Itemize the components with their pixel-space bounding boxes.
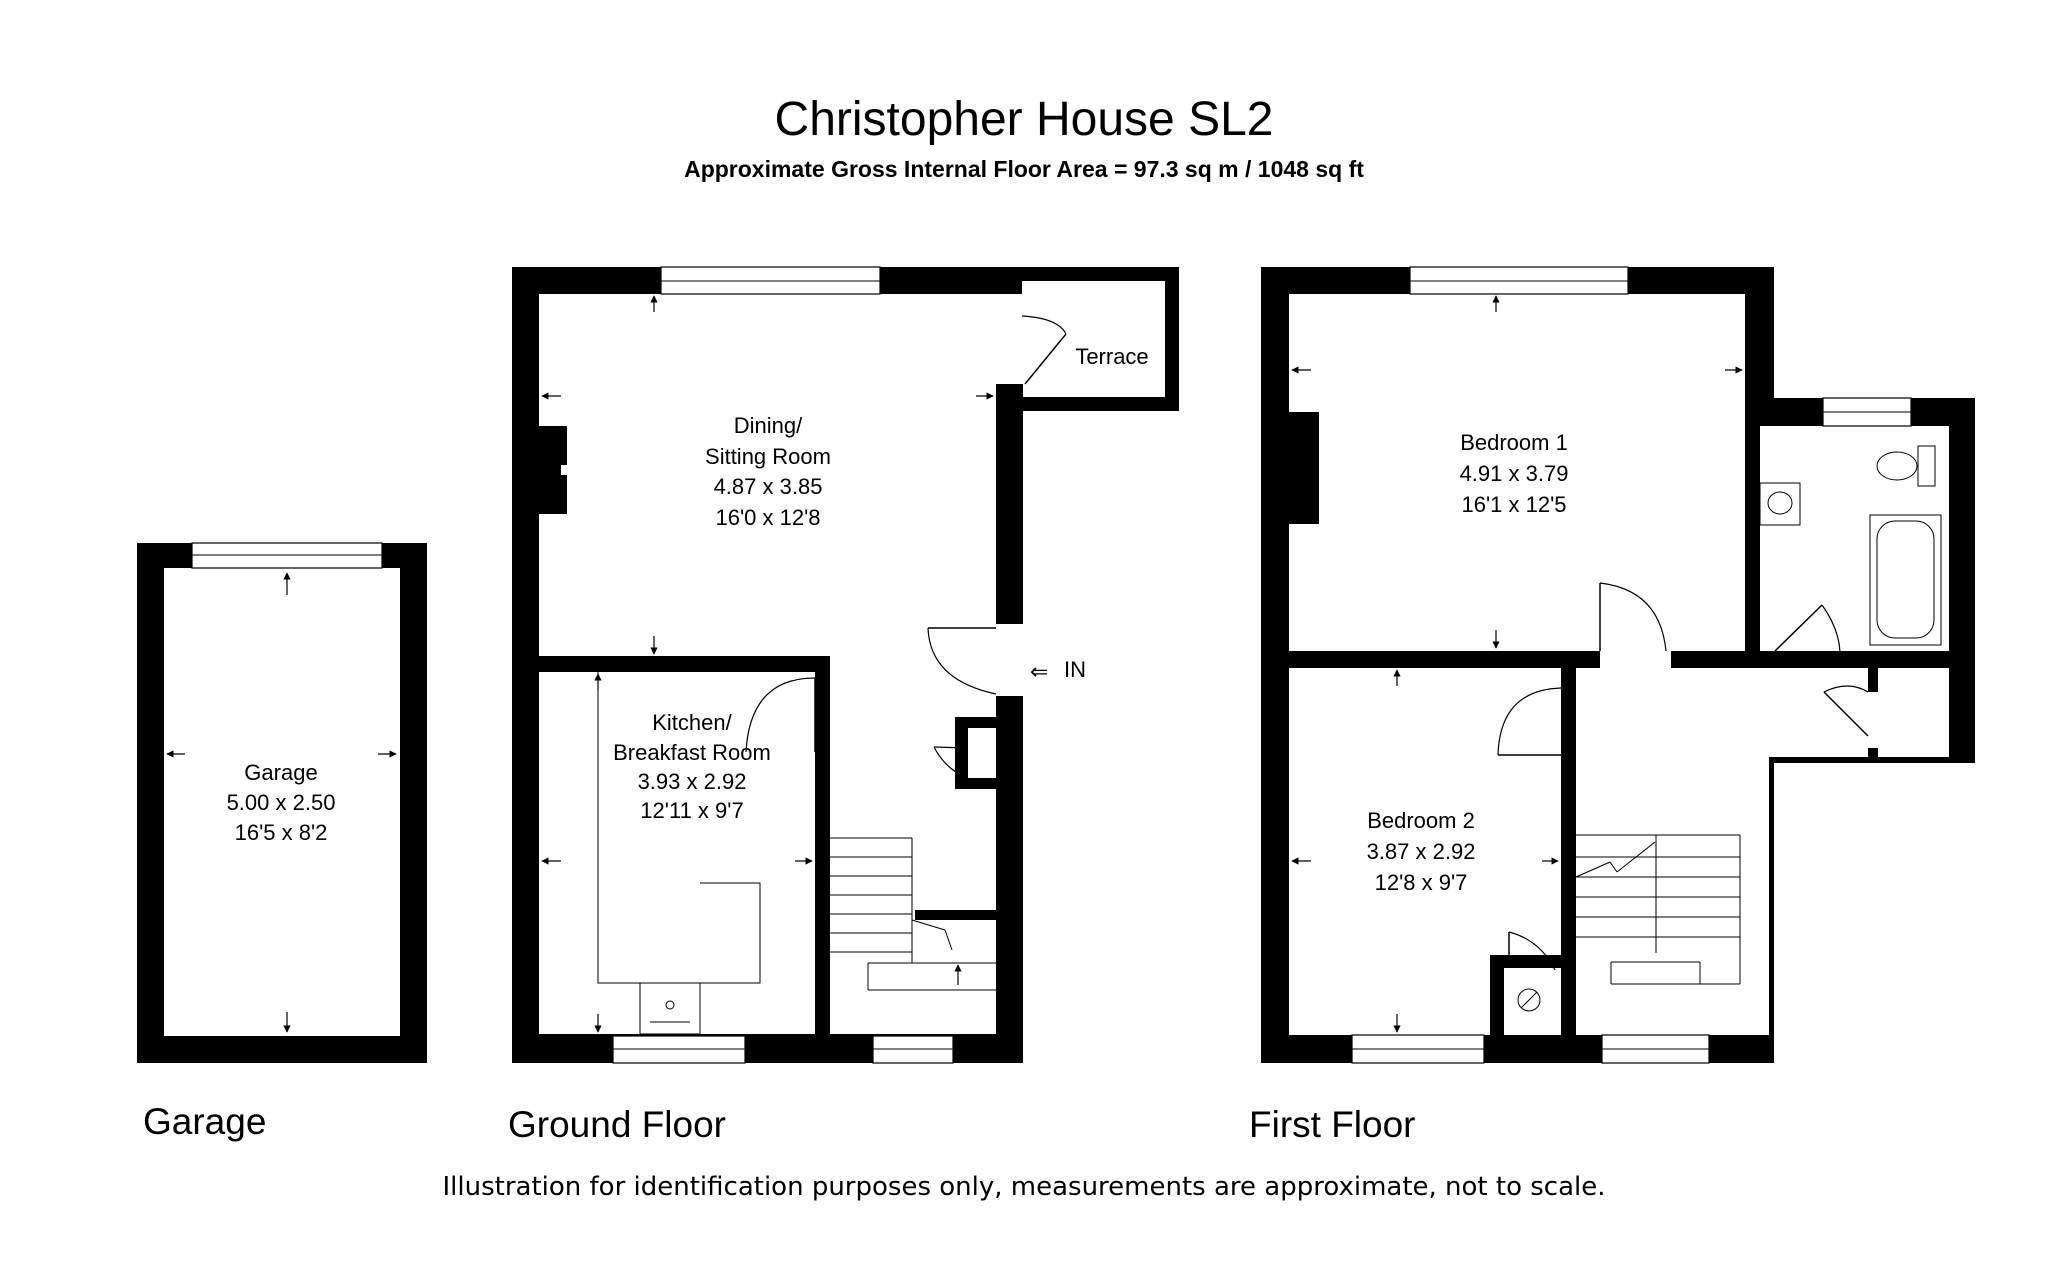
- bedroom1-wardrobe: [1289, 412, 1319, 524]
- ground-staircase: [830, 837, 996, 991]
- bedroom2-metric: 3.87 x 2.92: [1367, 839, 1476, 864]
- bedroom1-area: [1289, 294, 1745, 651]
- kitchen-metric: 3.93 x 2.92: [638, 769, 747, 794]
- kitchen-imperial: 12'11 x 9'7: [640, 798, 743, 823]
- bathtub: [1869, 514, 1942, 646]
- terrace-area: [1022, 281, 1165, 397]
- garage-interior: [164, 568, 400, 1036]
- kitchen-name-2: Breakfast Room: [613, 740, 771, 765]
- entrance-arrow: ⇐: [1030, 659, 1048, 684]
- garage-room-imperial: 16'5 x 8'2: [235, 820, 328, 845]
- basin: [1759, 482, 1801, 526]
- dining-room-name-2: Sitting Room: [705, 444, 831, 469]
- terrace-name: Terrace: [1075, 344, 1148, 369]
- plan-title: Christopher House SL2: [774, 93, 1274, 146]
- entrance-label: IN: [1064, 657, 1086, 682]
- bedroom1-imperial: 16'1 x 12'5: [1461, 492, 1566, 517]
- garage-room-metric: 5.00 x 2.50: [227, 790, 336, 815]
- bedroom1-metric: 4.91 x 3.79: [1460, 461, 1569, 486]
- dining-room-area: [539, 294, 996, 656]
- first-floor-plan: Bedroom 1 4.91 x 3.79 16'1 x 12'5 Bedroo…: [1261, 266, 1975, 1064]
- disclaimer-text: Illustration for identification purposes…: [442, 1172, 1606, 1202]
- dining-room-imperial: 16'0 x 12'8: [715, 505, 820, 530]
- bathroom-fixtures: [1759, 445, 1942, 646]
- garage-plan: Garage 5.00 x 2.50 16'5 x 8'2: [137, 542, 427, 1063]
- toilet: [1876, 451, 1918, 481]
- ground-floor-plan: Dining/ Sitting Room 4.87 x 3.85 16'0 x …: [512, 266, 1179, 1064]
- kitchen-area: [539, 672, 815, 1034]
- bedroom2-imperial: 12'8 x 9'7: [1375, 870, 1468, 895]
- kitchen-name-1: Kitchen/: [652, 710, 732, 735]
- garage-floor-label: Garage: [143, 1101, 267, 1142]
- dining-room-metric: 4.87 x 3.85: [714, 474, 823, 499]
- bedroom1-name: Bedroom 1: [1460, 430, 1568, 455]
- dining-room-name-1: Dining/: [734, 413, 803, 438]
- hallway-area: [830, 656, 996, 1034]
- floor-area-subtitle: Approximate Gross Internal Floor Area = …: [684, 156, 1364, 182]
- ground-floor-label: Ground Floor: [508, 1104, 726, 1145]
- garage-room-name: Garage: [244, 760, 317, 785]
- first-staircase: [1575, 834, 1741, 985]
- bathroom-area: [1760, 426, 1949, 651]
- bedroom2-name: Bedroom 2: [1367, 808, 1475, 833]
- first-floor-label: First Floor: [1249, 1104, 1416, 1145]
